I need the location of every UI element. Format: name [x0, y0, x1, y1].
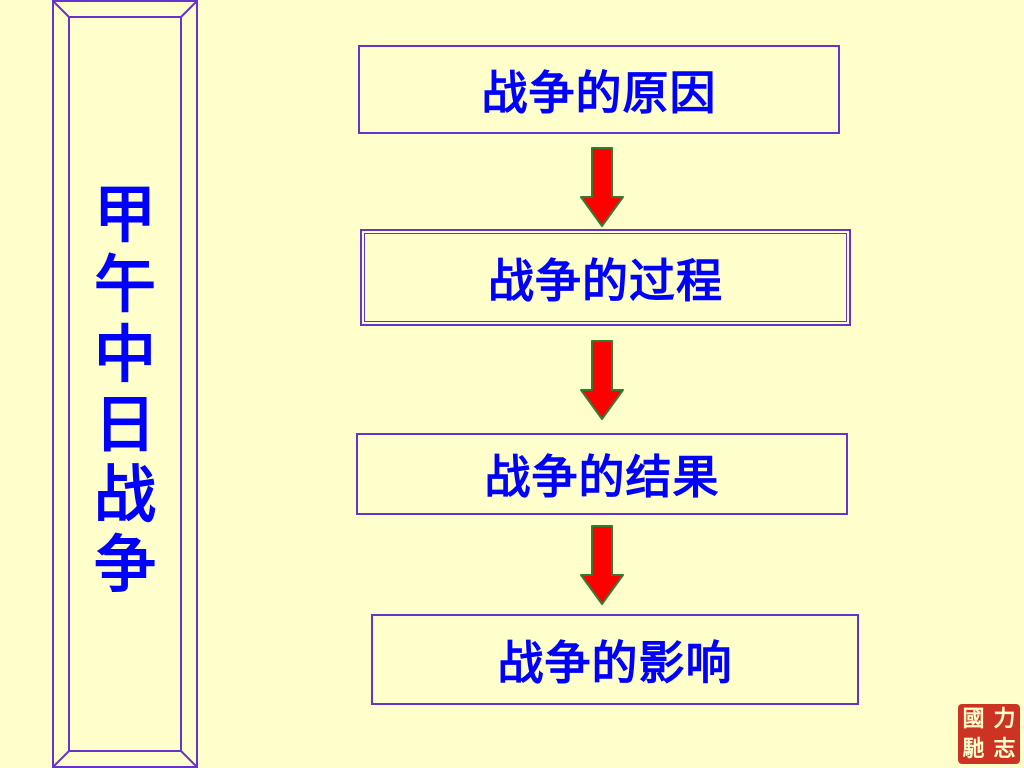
vertical-title: 甲 午 中 日 战 争	[52, 180, 198, 600]
step-box-process: 战争的过程	[360, 229, 851, 326]
title-char: 争	[93, 528, 156, 601]
step-box-result: 战争的结果	[356, 433, 848, 515]
step-label: 战争的原因	[481, 65, 717, 120]
title-char: 午	[93, 248, 156, 321]
step-label: 战争的过程	[488, 253, 723, 308]
down-arrow-icon	[580, 340, 624, 420]
seal-stamp-icon: 國 力 馳 志	[958, 704, 1020, 764]
step-label: 战争的结果	[484, 450, 720, 504]
down-arrow-icon	[580, 147, 624, 227]
step-box-impact: 战争的影响	[371, 614, 859, 705]
seal-char: 馳	[962, 736, 985, 762]
step-box-causes: 战争的原因	[358, 45, 840, 134]
seal-char: 國	[962, 706, 985, 732]
step-label: 战争的影响	[497, 635, 733, 690]
title-frame	[52, 0, 198, 768]
title-char: 中	[93, 318, 156, 391]
title-char: 战	[93, 458, 156, 531]
seal-char: 力	[993, 706, 1016, 732]
down-arrow-icon	[580, 525, 624, 605]
seal-char: 志	[993, 736, 1016, 762]
title-char: 甲	[93, 178, 156, 251]
title-char: 日	[93, 388, 156, 461]
